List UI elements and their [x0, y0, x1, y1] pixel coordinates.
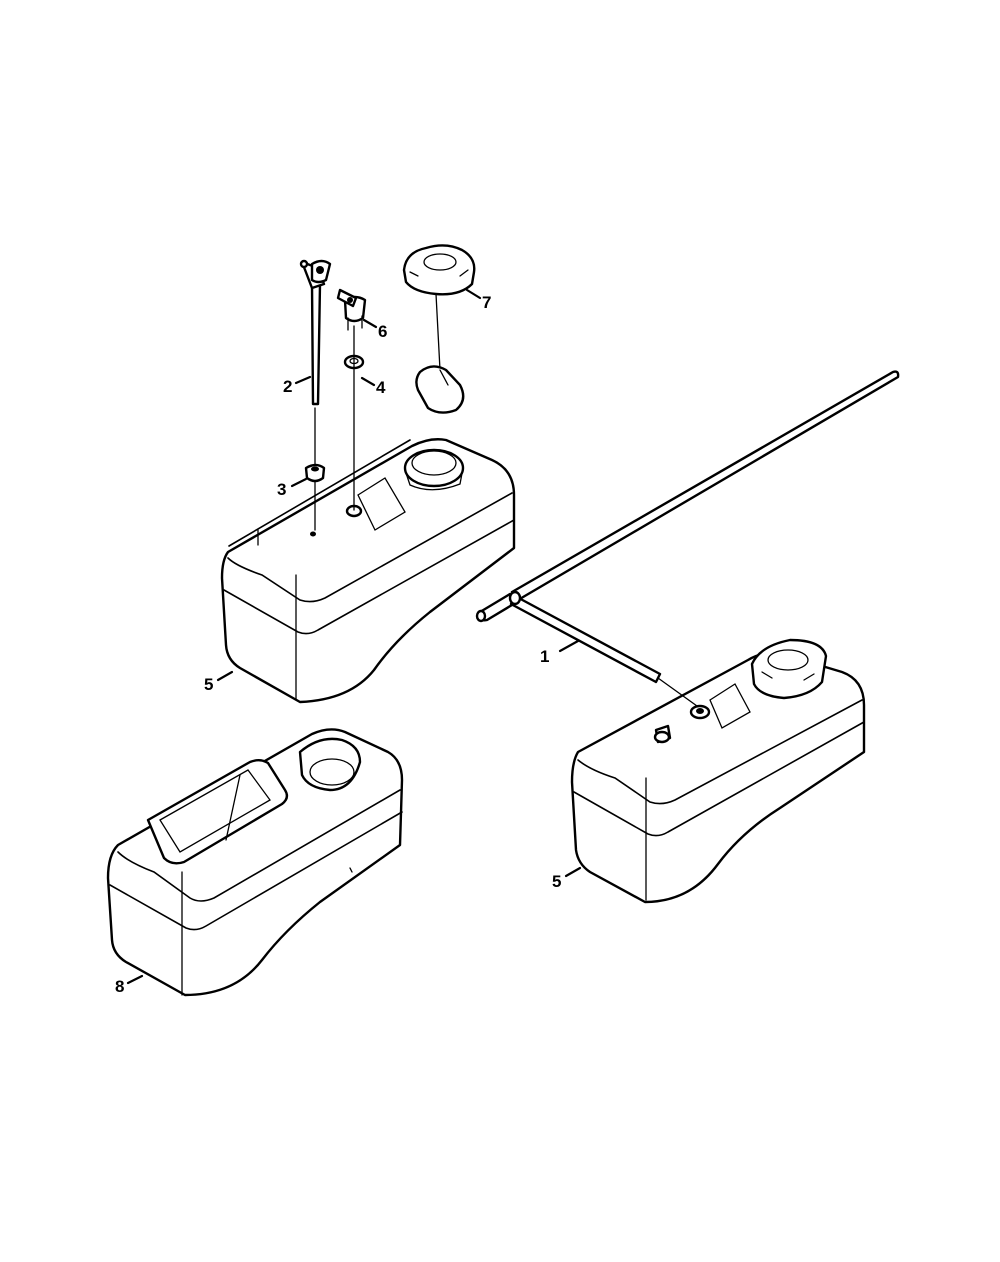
fuel-pickup-tube [299, 259, 332, 471]
fuel-line-assembly [475, 370, 900, 707]
callout-5-upper: 5 [204, 675, 213, 694]
fuel-tank-cover [106, 728, 404, 997]
fuel-fitting [336, 288, 367, 511]
callout-leaders [126, 288, 582, 985]
callout-6: 6 [378, 322, 387, 341]
grommet [304, 463, 326, 531]
fuel-tank-left [220, 438, 516, 704]
callout-5-right: 5 [552, 872, 561, 891]
callout-4: 4 [376, 378, 386, 397]
fuel-cap [402, 244, 476, 414]
callout-2: 2 [283, 377, 292, 396]
fuel-tank-right [570, 638, 866, 904]
callout-3: 3 [277, 480, 286, 499]
callout-1: 1 [540, 647, 549, 666]
callout-8: 8 [115, 977, 124, 996]
callout-7: 7 [482, 293, 491, 312]
